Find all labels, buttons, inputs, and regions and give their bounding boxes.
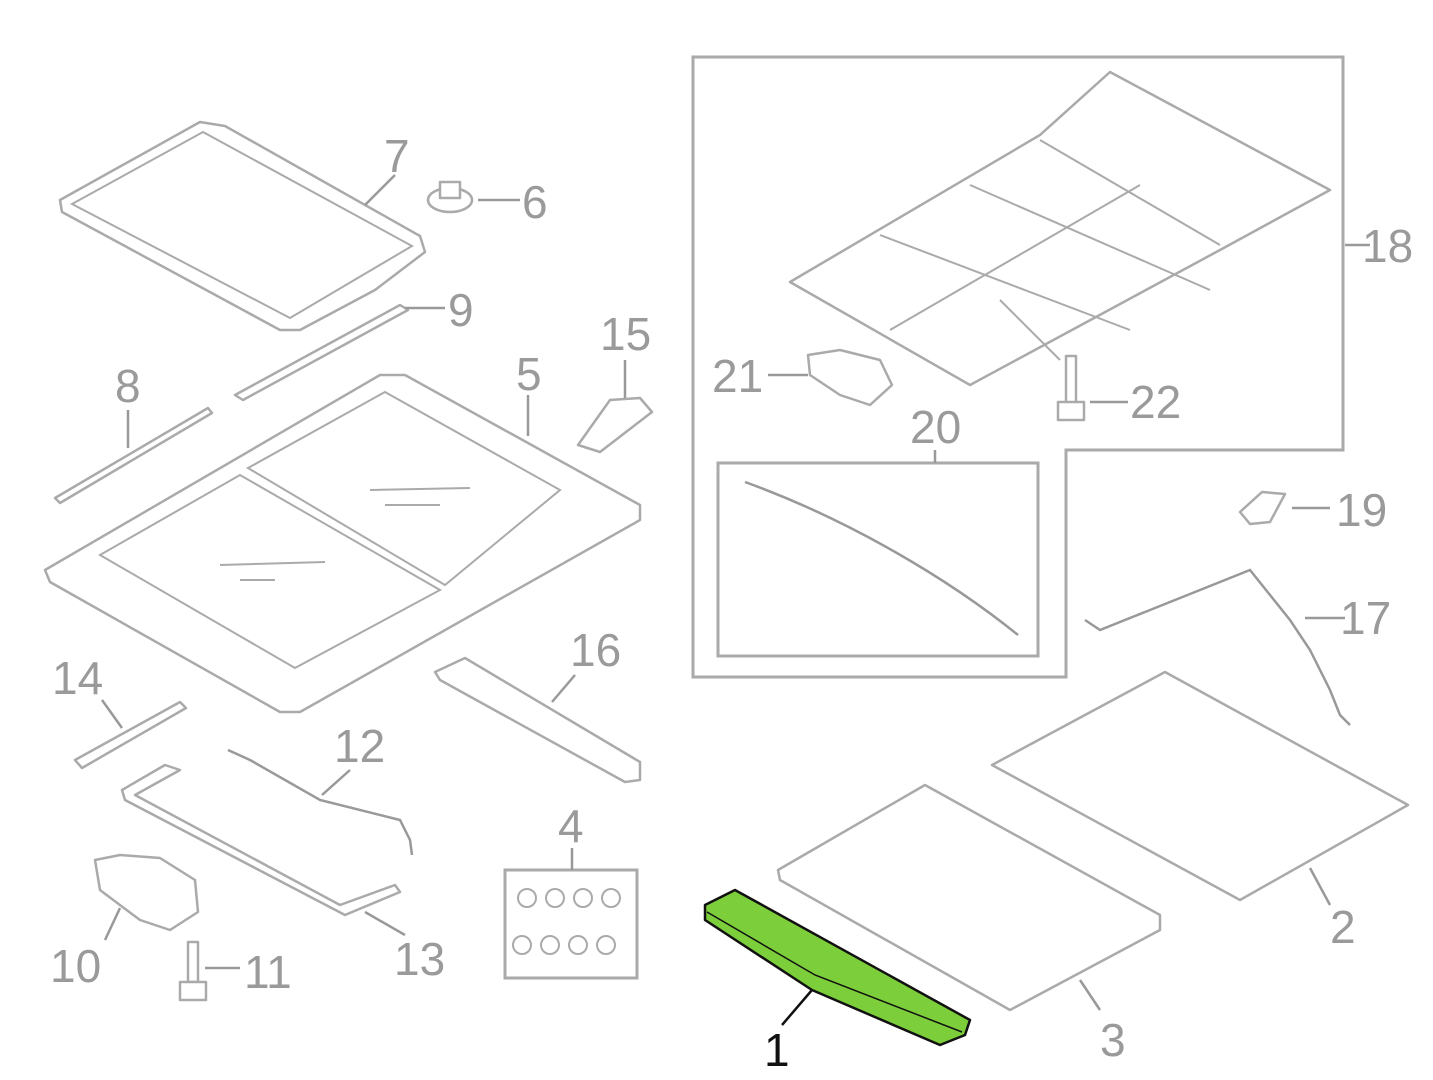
part-17-drain-tube[interactable] — [1084, 568, 1351, 726]
callout-19[interactable]: 19 — [1336, 484, 1387, 536]
callout-21[interactable]: 21 — [712, 350, 763, 402]
part-22-bolt[interactable] — [1056, 354, 1086, 422]
callout-18[interactable]: 18 — [1362, 220, 1413, 272]
part-18-group-box — [691, 55, 1345, 679]
part-3-front-glass[interactable] — [776, 783, 1162, 1012]
part-4-bolt-kit[interactable] — [503, 868, 639, 980]
part-15-clip[interactable] — [576, 396, 654, 454]
callout-9[interactable]: 9 — [448, 284, 474, 336]
part-8-strip[interactable] — [53, 406, 214, 505]
part-6-nut[interactable] — [426, 180, 474, 214]
part-9-strip[interactable] — [233, 303, 410, 402]
callout-22[interactable]: 22 — [1130, 376, 1181, 428]
callout-20[interactable]: 20 — [910, 401, 961, 453]
part-5-frame[interactable] — [43, 373, 642, 714]
callout-13[interactable]: 13 — [394, 933, 445, 985]
part-12-cable[interactable] — [227, 748, 414, 856]
part-13-rail[interactable] — [120, 763, 402, 917]
part-2-rear-glass[interactable] — [990, 670, 1410, 902]
part-10-motor[interactable] — [93, 853, 200, 932]
callout-1[interactable]: 1 — [764, 1024, 790, 1076]
part-11-bolt[interactable] — [178, 940, 208, 1002]
part-14-strip[interactable] — [73, 700, 188, 770]
part-20-group-box — [716, 461, 1040, 658]
callout-labels: 7 6 9 8 5 15 18 21 22 20 19 17 16 14 12 … — [50, 130, 1413, 1076]
callout-16[interactable]: 16 — [570, 624, 621, 676]
part-1-wind-deflector[interactable] — [703, 888, 972, 1047]
callout-5[interactable]: 5 — [516, 348, 542, 400]
callout-10[interactable]: 10 — [50, 940, 101, 992]
callout-6[interactable]: 6 — [522, 176, 548, 228]
part-21-motor[interactable] — [806, 348, 894, 407]
part-20-cable[interactable] — [744, 480, 1019, 636]
part-16-bracket[interactable] — [433, 656, 642, 784]
part-7-seal[interactable] — [58, 120, 427, 332]
callout-3[interactable]: 3 — [1100, 1014, 1126, 1066]
leader-lines — [100, 174, 1370, 1026]
callout-12[interactable]: 12 — [334, 720, 385, 772]
callout-8[interactable]: 8 — [115, 360, 141, 412]
callout-11[interactable]: 11 — [244, 946, 292, 998]
part-18-sunshade[interactable] — [788, 70, 1332, 387]
callout-2[interactable]: 2 — [1330, 901, 1356, 953]
callout-4[interactable]: 4 — [558, 800, 584, 852]
part-19-pad[interactable] — [1238, 490, 1287, 526]
callout-7[interactable]: 7 — [384, 130, 410, 182]
callout-17[interactable]: 17 — [1340, 592, 1391, 644]
callout-14[interactable]: 14 — [52, 652, 103, 704]
callout-15[interactable]: 15 — [600, 308, 651, 360]
